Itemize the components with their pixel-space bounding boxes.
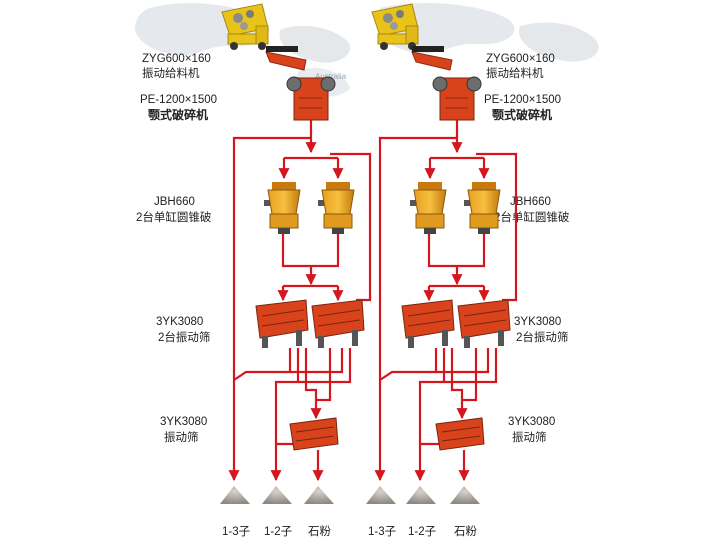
feeder-name-label: 振动给料机 [486,66,544,80]
feeder-model-label: ZYG600×160 [486,53,555,65]
vibrating-screen-icon [435,417,485,451]
feeder-model-label: ZYG600×160 [142,53,211,65]
jaw-crusher-icon [286,76,336,121]
right-production-line: ZYG600×160 振动给料机 PE-1200×1500 颚式破碎机 JBH6… [366,3,570,538]
stockpile-icon [450,486,480,504]
jaw-crusher-icon [432,76,482,121]
vibrating-feeder-icon [411,46,453,71]
jaw-name-label: 颚式破碎机 [148,107,208,122]
right-flow-pipes [374,120,518,482]
map-label-australia: Australia [315,72,347,81]
vibrating-screen-icon [255,299,309,348]
vibrating-screen-icon [311,299,365,348]
screen-model-label: 3YK3080 [508,416,555,428]
stockpile-icon [220,486,250,504]
cone-model-label: JBH660 [510,196,551,208]
cone-name-label: 2台单缸圆锥破 [136,210,212,224]
vibrating-feeder-icon [265,46,307,71]
cone-crusher-icon [264,182,301,234]
cone-crusher-icon [410,182,447,234]
stockpile-icon [304,486,334,504]
product-label: 石粉 [454,525,477,538]
screen-model-label: 3YK3080 [160,416,207,428]
vibrating-screen-icon [289,417,339,451]
screens-name-label: 2台振动筛 [516,330,568,344]
dump-truck-icon [221,3,269,50]
world-map-watermark [134,3,599,97]
screens-model-label: 3YK3080 [514,316,561,328]
screens-model-label: 3YK3080 [156,316,203,328]
screen-name-label: 振动筛 [164,430,199,444]
left-flow-pipes [228,120,372,482]
stockpile-icon [406,486,436,504]
stockpile-icon [366,486,396,504]
product-label: 1-3子 [368,525,396,538]
feeder-name-label: 振动给料机 [142,66,200,80]
vibrating-screen-icon [457,299,511,348]
screens-name-label: 2台振动筛 [158,330,210,344]
cone-crusher-icon [464,182,501,234]
cone-model-label: JBH660 [154,196,195,208]
jaw-model-label: PE-1200×1500 [484,94,561,106]
dump-truck-icon [371,3,419,50]
jaw-name-label: 颚式破碎机 [492,107,552,122]
product-label: 1-3子 [222,525,250,538]
product-label: 石粉 [308,525,331,538]
cone-crusher-icon [318,182,355,234]
left-production-line: ZYG600×160 振动给料机 PE-1200×1500 颚式破碎机 JBH6… [136,3,372,538]
screen-name-label: 振动筛 [512,430,547,444]
jaw-model-label: PE-1200×1500 [140,94,217,106]
vibrating-screen-icon [401,299,455,348]
product-label: 1-2子 [264,525,292,538]
cone-name-label: 2台单缸圆锥破 [494,210,570,224]
product-label: 1-2子 [408,525,436,538]
stockpile-icon [262,486,292,504]
